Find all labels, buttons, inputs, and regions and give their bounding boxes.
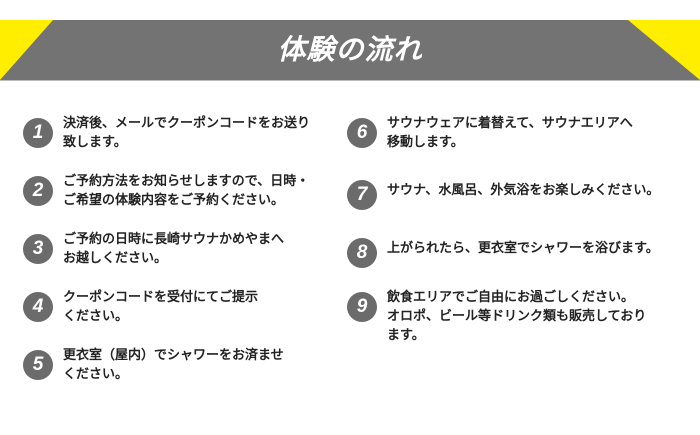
step-1: 1 決済後、メールでクーポンコードをお送り 致します。: [23, 114, 310, 152]
step-number-badge: 5: [23, 350, 53, 380]
step-number-badge: 7: [347, 180, 377, 210]
step-7: 7 サウナ、水風呂、外気浴をお楽しみください。: [347, 176, 659, 210]
step-4: 4 クーポンコードを受付にてご提示 ください。: [23, 288, 258, 326]
accent-triangle-right: [628, 20, 700, 80]
accent-triangle-left: [0, 20, 53, 80]
step-text: ご予約方法をお知らせしますので、日時・ ご希望の体験内容をご予約ください。: [63, 174, 310, 208]
step-number-badge: 4: [23, 292, 53, 322]
step-6: 6 サウナウェアに着替えて、サウナエリアへ 移動します。: [347, 114, 633, 152]
step-9: 9 飲食エリアでご自由にお過ごしください。 オロポ、ビール等ドリンク類も販売してお…: [347, 288, 646, 345]
step-2: 2 ご予約方法をお知らせしますので、日時・ ご希望の体験内容をご予約ください。: [23, 172, 309, 210]
step-number-badge: 3: [23, 234, 53, 264]
step-text: 決済後、メールでクーポンコードをお送り 致します。: [63, 116, 311, 150]
step-number-badge: 2: [23, 176, 53, 206]
page-title: 体験の流れ: [277, 33, 423, 66]
step-text: クーポンコードを受付にてご提示 ください。: [63, 290, 259, 324]
step-3: 3 ご予約の日時に長崎サウナかめやまへ お越しください。: [23, 230, 284, 268]
step-text: サウナウェアに着替えて、サウナエリアへ 移動します。: [387, 116, 633, 150]
step-text: 上がられたら、更衣室でシャワーを浴びます。: [387, 241, 659, 256]
step-number-badge: 1: [23, 118, 53, 148]
step-number-badge: 6: [347, 118, 377, 148]
step-5: 5 更衣室（屋内）でシャワーをお済ませ ください。: [23, 346, 284, 384]
step-text: サウナ、水風呂、外気浴をお楽しみください。: [387, 183, 660, 198]
step-8: 8 上がられたら、更衣室でシャワーを浴びます。: [347, 234, 659, 268]
title-banner: [0, 20, 700, 81]
step-text: 飲食エリアでご自由にお過ごしください。 オロポ、ビール等ドリンク類も販売しており…: [387, 290, 647, 343]
step-number-badge: 8: [347, 238, 377, 268]
step-text: 更衣室（屋内）でシャワーをお済ませ ください。: [63, 348, 284, 382]
step-number-badge: 9: [347, 292, 377, 322]
step-text: ご予約の日時に長崎サウナかめやまへ お越しください。: [63, 232, 285, 266]
